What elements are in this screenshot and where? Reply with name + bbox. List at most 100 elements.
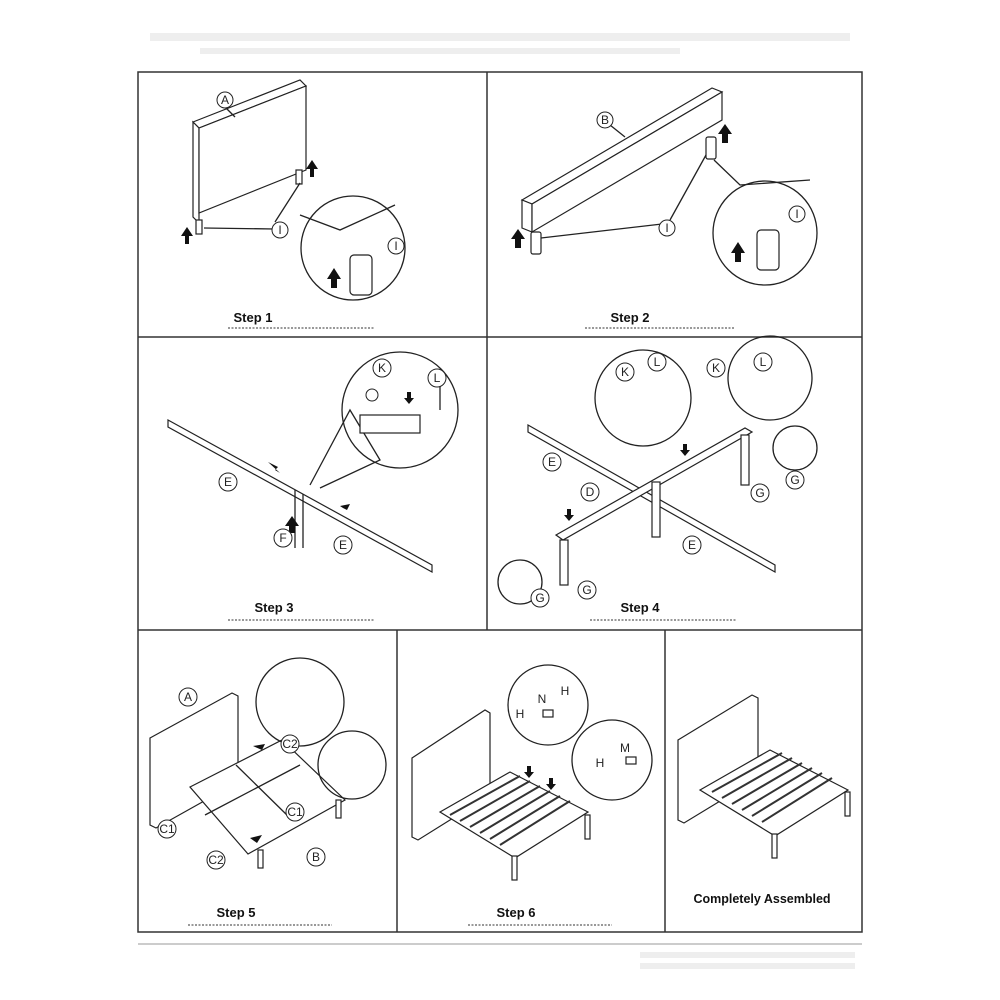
leg-detail-icon bbox=[756, 229, 780, 271]
step-6-label: Step 6 bbox=[496, 905, 535, 920]
faint-header-text bbox=[150, 33, 850, 41]
slat-cap-m bbox=[625, 756, 637, 765]
drawing-stroke bbox=[235, 764, 291, 819]
support-leg-g bbox=[740, 434, 750, 486]
callout-i: I bbox=[795, 207, 798, 221]
drawing-stroke bbox=[459, 780, 531, 822]
step-5-label: Step 5 bbox=[216, 905, 255, 920]
drawing-stroke bbox=[785, 470, 805, 490]
callout-e: E bbox=[548, 455, 556, 469]
drawing-stroke bbox=[844, 791, 851, 817]
footboard-b bbox=[531, 90, 723, 234]
headboard-a bbox=[198, 85, 307, 214]
faint-header-text-2 bbox=[200, 48, 680, 54]
callout-g: G bbox=[755, 486, 764, 500]
drawing-stroke bbox=[218, 472, 238, 492]
drawing-stroke bbox=[530, 588, 550, 608]
drawing-stroke bbox=[387, 237, 405, 255]
panel-step-3: E F E K L Step 3 bbox=[167, 351, 459, 621]
drawing-stroke bbox=[542, 452, 562, 472]
callout-g: G bbox=[582, 583, 591, 597]
label-h: H bbox=[561, 684, 570, 698]
callout-g: G bbox=[790, 473, 799, 487]
up-arrow-icon bbox=[285, 516, 299, 533]
leg-icon bbox=[530, 231, 542, 255]
drawing-stroke bbox=[280, 734, 300, 754]
left-arrow-icon bbox=[340, 504, 350, 510]
step-3-label: Step 3 bbox=[254, 600, 293, 615]
detail-magnifier bbox=[341, 351, 459, 469]
detail-magnifier bbox=[507, 664, 589, 746]
drawing-stroke bbox=[309, 408, 381, 489]
detail-magnifier bbox=[594, 349, 692, 447]
callout-c2: C2 bbox=[282, 737, 298, 751]
drawing-stroke bbox=[206, 850, 226, 870]
up-arrow-icon bbox=[327, 268, 341, 288]
label-h: H bbox=[516, 707, 525, 721]
detail-magnifier bbox=[255, 657, 345, 747]
panel-step-6: N H H H M Step 6 bbox=[411, 664, 653, 926]
right-arrow-icon bbox=[250, 835, 262, 843]
leg-icon bbox=[295, 169, 303, 185]
drawing-stroke bbox=[711, 752, 833, 823]
drawing-stroke bbox=[511, 855, 518, 881]
drawing-stroke bbox=[333, 535, 353, 555]
drawing-stroke bbox=[178, 687, 198, 707]
panel-step-1: A I I Step 1 bbox=[181, 79, 406, 329]
callout-c1: C1 bbox=[159, 822, 175, 836]
support-leg-g bbox=[559, 539, 569, 586]
drawing-stroke bbox=[216, 91, 234, 109]
detail-magnifier bbox=[712, 180, 818, 286]
drawing-stroke bbox=[669, 154, 707, 221]
drawing-stroke bbox=[731, 762, 803, 805]
drawing-stroke bbox=[741, 767, 813, 811]
drawing-stroke bbox=[299, 204, 396, 231]
drawing-stroke bbox=[274, 182, 301, 223]
callout-l: L bbox=[760, 355, 767, 369]
drawing-stroke bbox=[257, 849, 264, 869]
side-rail-e bbox=[167, 418, 433, 574]
drawing-stroke bbox=[225, 107, 236, 118]
drawing-stroke bbox=[682, 535, 702, 555]
drawing-stroke bbox=[449, 775, 571, 846]
callout-e: E bbox=[339, 538, 347, 552]
drawing-stroke bbox=[596, 111, 614, 129]
panel-completed: Completely Assembled bbox=[677, 694, 851, 906]
drawing-stroke bbox=[658, 219, 676, 237]
down-arrow-icon bbox=[680, 444, 690, 456]
drawing-stroke bbox=[609, 124, 626, 138]
up-arrow-icon bbox=[511, 229, 525, 248]
leg-icon bbox=[195, 219, 203, 235]
leg-icon bbox=[705, 136, 717, 160]
callout-b: B bbox=[312, 850, 320, 864]
assembled-bed bbox=[698, 749, 850, 837]
detail-magnifier bbox=[300, 195, 406, 301]
down-arrow-icon bbox=[404, 392, 414, 404]
down-arrow-icon bbox=[564, 509, 574, 521]
drawing-stroke bbox=[469, 785, 541, 828]
drawing-stroke bbox=[788, 205, 806, 223]
drawing-stroke bbox=[306, 847, 326, 867]
drawing-stroke bbox=[753, 352, 773, 372]
drawing-stroke bbox=[204, 764, 301, 816]
drawing-stroke bbox=[359, 414, 421, 434]
drawing-stroke bbox=[711, 752, 783, 793]
callout-c2: C2 bbox=[208, 853, 224, 867]
up-arrow-icon bbox=[731, 242, 745, 262]
drawing-stroke bbox=[584, 814, 591, 840]
drawing-stroke bbox=[449, 775, 521, 816]
footboard-top bbox=[520, 87, 724, 205]
drawing-stroke bbox=[372, 358, 392, 378]
support-leg-g bbox=[651, 481, 661, 538]
completely-assembled-label: Completely Assembled bbox=[693, 892, 830, 906]
bed-frame bbox=[189, 739, 347, 855]
callout-k: K bbox=[378, 361, 386, 375]
right-arrow-icon bbox=[268, 462, 280, 473]
drawing-stroke bbox=[615, 362, 635, 382]
drawing-stroke bbox=[285, 802, 305, 822]
bolt-icon bbox=[365, 388, 379, 402]
drawing-stroke bbox=[271, 221, 289, 239]
drawing-stroke bbox=[713, 159, 811, 186]
callout-i: I bbox=[278, 223, 281, 237]
